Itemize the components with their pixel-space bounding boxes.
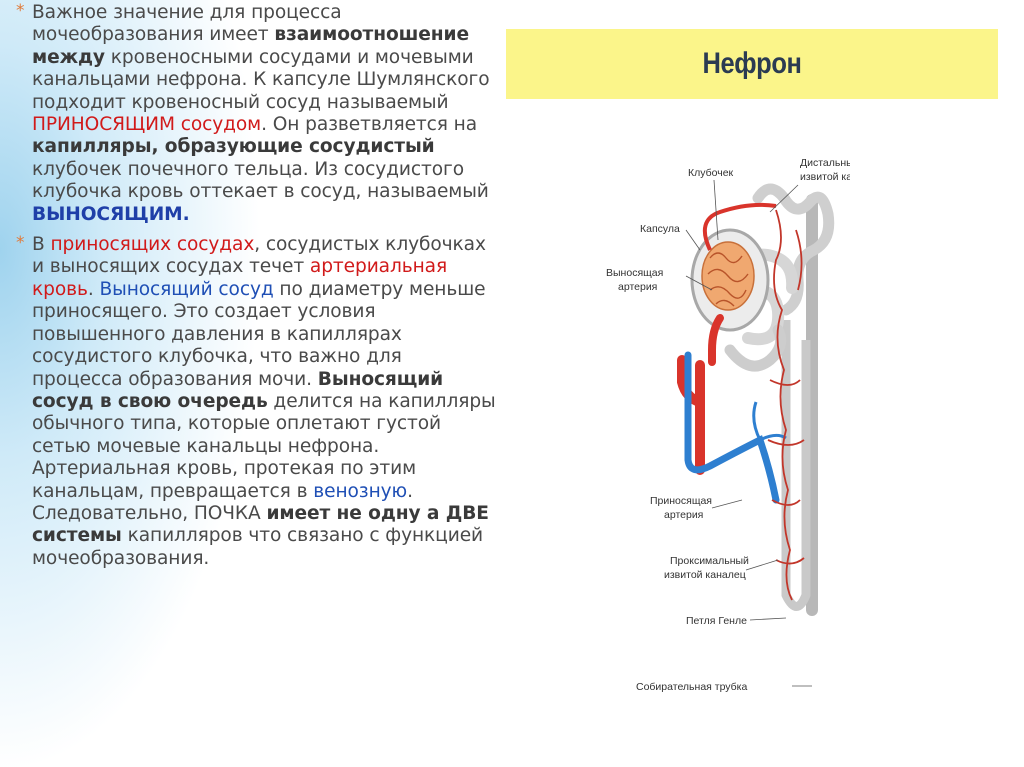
p1-text-8: ВЫНОСЯЩИМ. (32, 203, 190, 225)
afferent-artery (708, 314, 724, 366)
diagram-title: Нефрон (702, 47, 802, 80)
label-capsule: Капсула (640, 223, 680, 235)
p1-text-4: ПРИНОСЯЩИМ сосудом (32, 114, 262, 136)
p2-text-6: Выносящий сосуд (99, 278, 274, 300)
label-proximal-2: извитой каналец (664, 569, 746, 581)
label-loop-henle: Петля Генле (686, 615, 747, 627)
proximal-tubule-2 (724, 324, 787, 372)
label-afferent-1: Приносящая (650, 495, 712, 507)
label-efferent-1: Выносящая (606, 267, 663, 279)
diagram-title-band: Нефрон (506, 29, 998, 99)
paragraph-1: * Важное значение для процесса мочеобразо… (16, 1, 496, 226)
p2-text-7: по диаметру меньше приносящего. Это созд… (32, 278, 486, 390)
p1-text-3: кровеносными сосудами и мочевыми канальц… (32, 46, 490, 113)
label-glomerulus: Клубочек (688, 167, 734, 179)
p2-text-9: делится на капилляры обычного типа, кото… (32, 390, 496, 502)
p2-text-12: имеет не одну а ДВЕ системы (32, 502, 489, 547)
p1-text-6: капилляры, образующие сосудистый (32, 136, 435, 158)
nephron-diagram: Клубочек Дистальный извитой каналец Капс… (606, 157, 850, 693)
vein (684, 351, 780, 504)
p1-text-5: . Он разветвляется на (261, 114, 478, 136)
bullet-1: * (16, 1, 25, 21)
loop-of-henle (781, 320, 811, 611)
leader-lines (685, 179, 812, 687)
p2-text-4: артериальная кровь (32, 256, 448, 300)
p2-text-10: венозную (313, 480, 408, 502)
p2-text-8: Выносящий сосуд в свою очередь (32, 368, 444, 412)
label-afferent-2: артерия (664, 509, 703, 521)
peritubular-capillaries (767, 209, 805, 601)
label-distal-2: извитой каналец (800, 171, 850, 183)
glomerulus-loops (707, 252, 749, 307)
text-panel: * Важное значение для процесса мочеобразо… (16, 1, 496, 578)
label-collecting-duct: Собирательная трубка (636, 681, 748, 693)
p1-text-1: Важное значение для процесса мочеобразов… (32, 2, 342, 46)
p2-text-1: В (32, 234, 51, 256)
p2-text-2: приносящих сосудах (50, 234, 255, 256)
p2-text-3: , сосудистых клубочках и выносящих сосуд… (32, 234, 486, 278)
p2-text-5: . (87, 278, 100, 300)
p2-text-11: . Следовательно, ПОЧКА (32, 480, 413, 524)
p2-text-13: капилляров что связано с функцией мочеоб… (32, 525, 484, 569)
paragraph-2: * В приносящих сосудах, сосудистых клубоч… (16, 233, 496, 570)
p1-text-2: взаимоотношение между (32, 24, 469, 68)
bullet-2: * (16, 233, 25, 254)
label-proximal-1: Проксимальный (670, 555, 749, 567)
efferent-artery (702, 202, 777, 251)
label-efferent-2: артерия (618, 281, 657, 293)
p1-text-7: клубочек почечного тельца. Из сосудистог… (32, 158, 489, 203)
label-distal-1: Дистальный (800, 157, 850, 169)
